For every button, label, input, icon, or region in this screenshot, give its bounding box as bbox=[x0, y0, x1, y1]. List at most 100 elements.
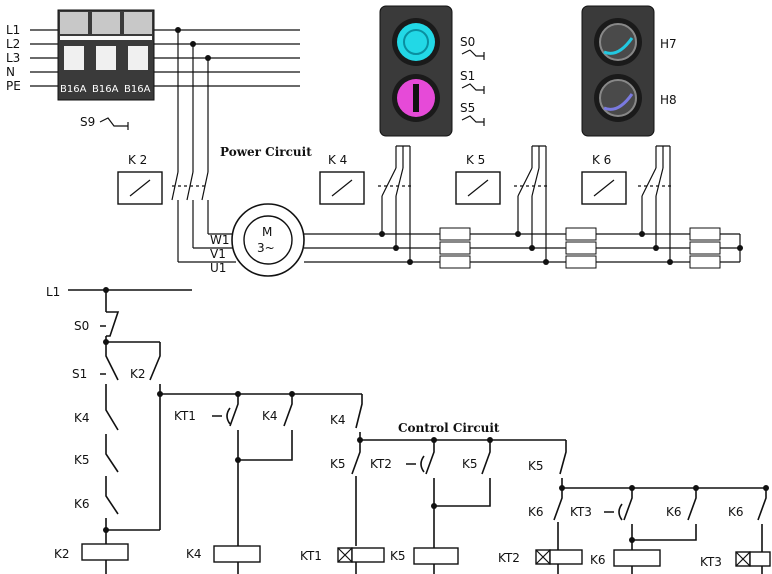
control-circuit: L1 S0 S1 K2 K4 K5 K6 K2 KT1 bbox=[46, 285, 771, 574]
pushbutton-panel: S0 S1 S5 bbox=[379, 5, 485, 137]
motor-terminal-v1: V1 bbox=[210, 247, 226, 261]
k6-nc2-contact bbox=[553, 488, 563, 550]
k5-nc2-contact bbox=[351, 440, 361, 546]
motor-symbol bbox=[243, 215, 293, 265]
lamp-h8 bbox=[599, 79, 637, 117]
coil-slash bbox=[593, 179, 615, 197]
junction bbox=[667, 259, 673, 265]
coil-label-kt1: KT1 bbox=[300, 549, 322, 563]
resistor bbox=[565, 241, 597, 255]
s1-contact bbox=[100, 342, 119, 398]
k4-no-contact bbox=[355, 394, 363, 440]
coil-label-k6: K6 bbox=[590, 553, 606, 567]
coil-label-k2: K2 bbox=[54, 547, 70, 561]
k6-nc-contact bbox=[105, 486, 119, 530]
breaker-lever bbox=[128, 46, 148, 70]
k4-nc-contact bbox=[105, 398, 119, 446]
junction bbox=[515, 231, 521, 237]
motor-m-label: M bbox=[262, 225, 272, 239]
coil-kt2 bbox=[549, 549, 583, 565]
label-s0: S0 bbox=[74, 319, 89, 333]
coil-k5 bbox=[413, 547, 459, 565]
breaker-rating-1: B16A bbox=[60, 84, 87, 95]
k4-contacts bbox=[381, 167, 411, 197]
resistor bbox=[565, 255, 597, 269]
kt1-contact bbox=[229, 394, 239, 460]
coil-k2 bbox=[81, 543, 129, 561]
label-s1: S1 bbox=[72, 367, 87, 381]
lamp-h7 bbox=[599, 23, 637, 61]
resistor bbox=[565, 227, 597, 241]
label-kt1: KT1 bbox=[174, 409, 196, 423]
k4-top-link bbox=[395, 145, 411, 168]
label-k5-seal: K5 bbox=[462, 457, 478, 471]
motor-terminal-w1: W1 bbox=[210, 233, 230, 247]
junction bbox=[379, 231, 385, 237]
kt3-contact bbox=[623, 488, 633, 540]
breaker-rating-3: B16A bbox=[124, 84, 151, 95]
coil-label-kt2: KT2 bbox=[498, 551, 520, 565]
k5-no-contact bbox=[559, 440, 567, 488]
s5-symbol bbox=[461, 115, 485, 126]
start-button[interactable] bbox=[397, 23, 435, 61]
line-label-n: N bbox=[6, 65, 15, 79]
label-k6-nc2: K6 bbox=[528, 505, 544, 519]
panel-label-s1: S1 bbox=[460, 69, 475, 83]
panel-label-s5: S5 bbox=[460, 101, 475, 115]
label-k5-nc2: K5 bbox=[330, 457, 346, 471]
k4-seal-contact bbox=[238, 394, 293, 461]
coil-label-k4: K4 bbox=[186, 547, 202, 561]
stop-button-bar bbox=[413, 84, 419, 112]
junction bbox=[407, 259, 413, 265]
resistor bbox=[439, 255, 471, 269]
lamp-label-h8: H8 bbox=[660, 93, 677, 107]
line-label-l1: L1 bbox=[6, 23, 20, 37]
breaker-top bbox=[60, 12, 88, 34]
k6-top-link bbox=[655, 145, 671, 168]
label-k4-nc: K4 bbox=[74, 411, 90, 425]
k6-seal-contact bbox=[632, 488, 697, 541]
lamp-h8-glow bbox=[603, 93, 634, 111]
coil-kt2-timer-cross bbox=[535, 549, 551, 565]
junction bbox=[393, 245, 399, 251]
resistor bbox=[439, 227, 471, 241]
line-label-l3: L3 bbox=[6, 51, 20, 65]
coil-k4 bbox=[213, 545, 261, 563]
s1-symbol bbox=[461, 83, 485, 94]
coil-kt1 bbox=[351, 547, 385, 563]
label-kt3: KT3 bbox=[570, 505, 592, 519]
coil-slash bbox=[331, 179, 353, 197]
junction bbox=[639, 231, 645, 237]
label-kt2: KT2 bbox=[370, 457, 392, 471]
breaker-lever bbox=[64, 46, 84, 70]
label-k2-seal: K2 bbox=[130, 367, 146, 381]
line-label-l2: L2 bbox=[6, 37, 20, 51]
motor-type-label: 3~ bbox=[257, 241, 275, 255]
label-k5-nc: K5 bbox=[74, 453, 90, 467]
coil-kt3 bbox=[749, 551, 771, 567]
resistor bbox=[689, 241, 721, 255]
k6-contacts bbox=[641, 167, 671, 197]
coil-k6 bbox=[613, 549, 661, 567]
coil-slash bbox=[129, 179, 151, 197]
control-circuit-title: Control Circuit bbox=[398, 421, 500, 435]
breaker-lever bbox=[96, 46, 116, 70]
coil-label-kt3: KT3 bbox=[700, 555, 722, 569]
resistor bbox=[689, 227, 721, 241]
breaker-top bbox=[92, 12, 120, 34]
label-k6-nc: K6 bbox=[74, 497, 90, 511]
k6-seal2-contact bbox=[757, 488, 767, 552]
s0-symbol bbox=[461, 49, 485, 60]
kt1-timer-symbol bbox=[212, 407, 231, 425]
contactor-k2-label: K 2 bbox=[128, 153, 147, 167]
motor-terminal-u1: U1 bbox=[210, 261, 226, 275]
resistor bbox=[439, 241, 471, 255]
label-k5-no: K5 bbox=[528, 459, 544, 473]
contactor-k6-label: K 6 bbox=[592, 153, 611, 167]
junction bbox=[737, 245, 743, 251]
label-k4-no: K4 bbox=[330, 413, 346, 427]
junction bbox=[529, 245, 535, 251]
k5-nc-contact bbox=[105, 446, 119, 486]
kt3-timer-symbol bbox=[604, 503, 623, 521]
line-label-pe: PE bbox=[6, 79, 21, 93]
